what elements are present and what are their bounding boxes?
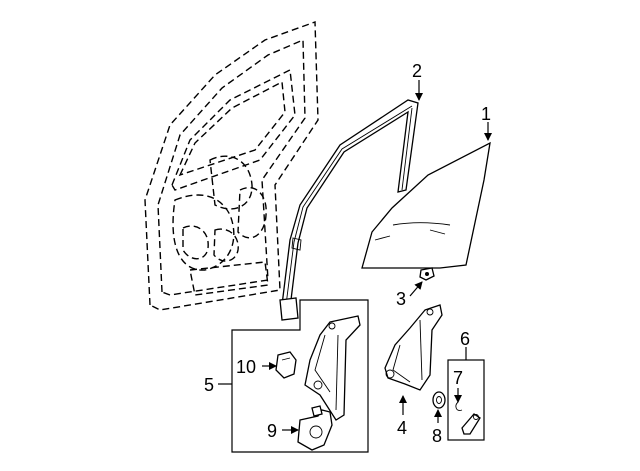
callout-4: 4: [397, 418, 407, 438]
callout-1: 1: [481, 104, 491, 124]
callout-5: 5: [204, 375, 214, 395]
glass-clip: [419, 267, 435, 281]
callout-10: 10: [236, 357, 256, 377]
leader-lines: [218, 80, 492, 434]
callout-6: 6: [460, 329, 470, 349]
window-regulator: [384, 304, 443, 391]
glass-run-channel: [279, 99, 419, 321]
bushing: [432, 391, 446, 409]
motor-connector: [275, 351, 297, 379]
handle-clip: [455, 401, 463, 411]
regulator-motor-box: [231, 299, 369, 453]
callout-7: 7: [453, 368, 463, 388]
handle-crank: [461, 413, 481, 435]
callout-9: 9: [267, 421, 277, 441]
callout-8: 8: [432, 426, 442, 446]
window-motor: [297, 405, 333, 451]
door-glass: [361, 141, 491, 269]
door-frame-outline: [144, 21, 319, 311]
callout-3: 3: [396, 289, 406, 309]
callout-2: 2: [412, 61, 422, 81]
regulator-in-box: [304, 315, 361, 421]
